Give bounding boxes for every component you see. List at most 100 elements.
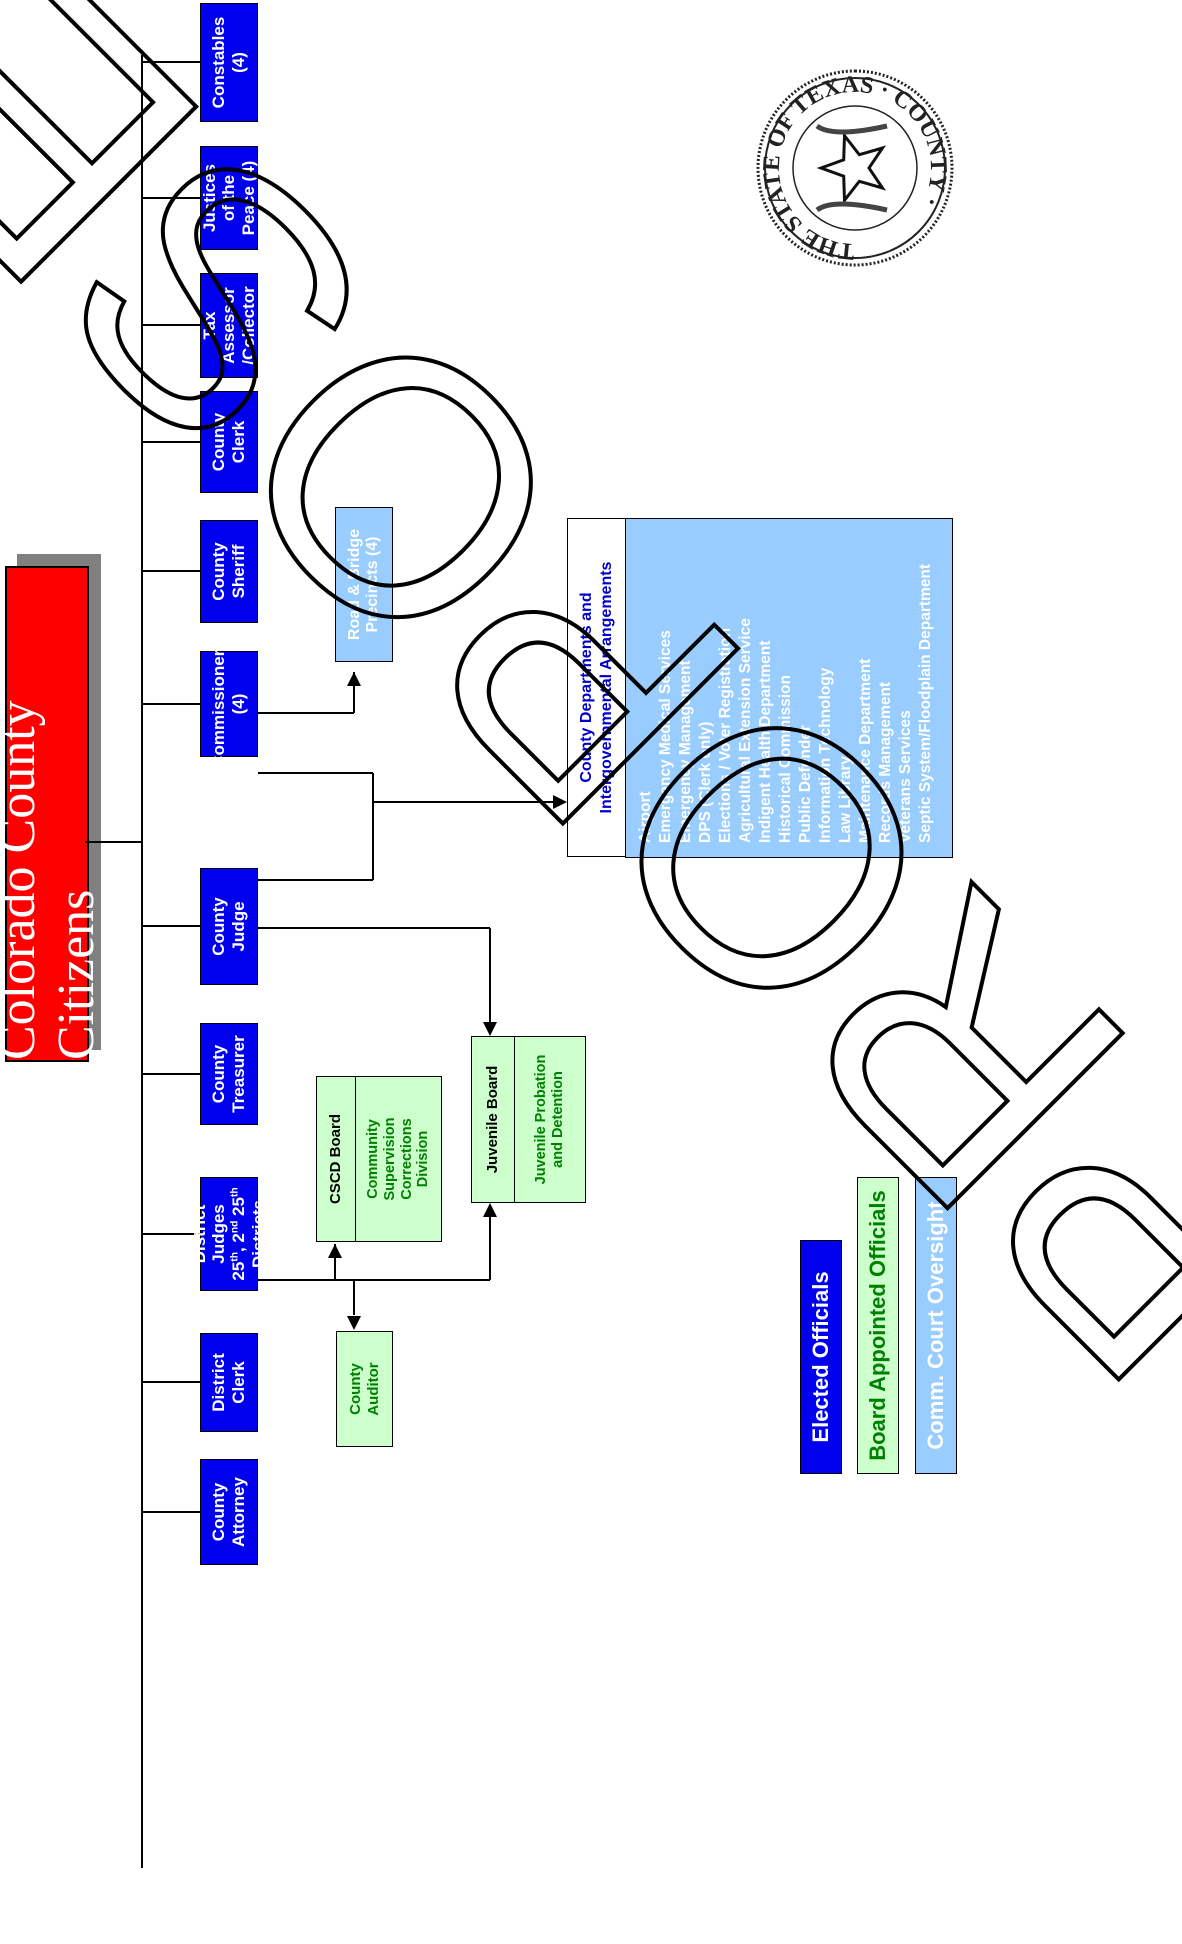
departments-header-line: County Departments and (578, 592, 595, 783)
juvenile-board-title: Juvenile Board (472, 1037, 515, 1202)
arrowhead (553, 795, 567, 809)
connector-line (258, 712, 354, 714)
connector-line (142, 703, 200, 705)
elected-box-label: District (209, 1353, 229, 1412)
cscd-board-title: CSCD Board (317, 1077, 356, 1241)
elected-box-label: Commissioners (4) (209, 640, 248, 768)
elected-box-label: Justices (199, 163, 219, 233)
elected-box-label: County (209, 542, 229, 601)
elected-box-label: County (209, 412, 229, 472)
connector-line (142, 197, 200, 199)
department-item: Agricultural Extension Service (737, 618, 754, 843)
elected-box-label: County (209, 1044, 229, 1104)
road-bridge-label: Road & Bridge (345, 528, 363, 641)
connector-line (258, 927, 490, 929)
connector-line (142, 1511, 200, 1513)
department-item: Emergency Management (677, 660, 694, 843)
elected-box-label: Judge (229, 901, 248, 952)
arrowhead (328, 1244, 342, 1258)
connector-line (258, 1279, 490, 1281)
connector-line (142, 61, 200, 64)
department-item: Septic System/Floodplain Department (917, 563, 934, 843)
elected-box-label: County (209, 897, 229, 956)
connector-line (372, 773, 374, 880)
county-auditor-label: Auditor (364, 1362, 382, 1416)
county-auditor-label: County (347, 1363, 365, 1415)
connector-line (373, 801, 555, 803)
arrowhead (347, 672, 361, 686)
department-item: Information Technology (817, 667, 834, 843)
elected-box-label: Sheriff (229, 544, 248, 599)
cscd-division-label: Corrections (398, 1118, 415, 1200)
elected-box-label: Clerk (229, 1361, 248, 1404)
legend-elected: Elected Officials (800, 1240, 842, 1474)
elected-box-label: (4) (229, 52, 248, 73)
elected-box-label: Treasurer (229, 1035, 248, 1113)
juvenile-division-label: and Detention (550, 1071, 566, 1168)
department-item: Records Management (877, 681, 894, 843)
elected-box-label: Clerk (229, 420, 248, 464)
department-item: Public Defender (797, 725, 814, 843)
elected-box-label: Districts (248, 1199, 268, 1269)
cscd-division-label: Division (415, 1130, 432, 1188)
connector-line (142, 1073, 200, 1075)
department-item: Law Library (837, 756, 854, 843)
connector-line (142, 1381, 200, 1384)
department-item: Maintenance Department (857, 658, 874, 843)
elected-box-label: Tax (199, 311, 219, 340)
elected-box-label: District Judges (189, 1204, 229, 1264)
elected-box-commissioners: Commissioners (4) (200, 640, 258, 768)
connector-line (142, 925, 200, 928)
arrowhead (347, 1316, 361, 1330)
connector-line (141, 55, 143, 1868)
department-item: DPS (Clerk only) (697, 721, 714, 843)
connector-line (489, 1216, 491, 1280)
arrowhead (483, 1203, 497, 1217)
state-seal-image: THE STATE OF TEXAS · COUNTY · (756, 69, 954, 267)
connector-line (85, 841, 142, 843)
connector-line (258, 772, 373, 774)
elected-box-label: 25th, 2nd 25th (229, 1187, 248, 1281)
connector-line (258, 879, 373, 881)
connector-line (142, 324, 200, 327)
department-item: Historical Commission (777, 675, 794, 843)
connector-line (142, 441, 200, 443)
page-title: Colorado County Citizens (0, 566, 105, 1062)
elected-box-label: County (209, 1482, 229, 1542)
legend-oversight: Comm. Court Oversight (915, 1177, 957, 1474)
connector-line (353, 1280, 355, 1315)
connector-line (489, 928, 491, 1022)
juvenile-division-label: Juvenile Probation (533, 1054, 550, 1185)
legend-board: Board Appointed Officials (857, 1177, 899, 1474)
department-item: Emergency Medical Services (657, 630, 674, 843)
elected-box-label: /Collector (238, 286, 258, 365)
departments-header-line: Intergovernmental Arrangements (598, 561, 615, 814)
arrowhead (483, 1022, 497, 1036)
department-item: Airport (637, 791, 654, 843)
department-item: Indigent Health Department (757, 640, 774, 843)
department-item: Veterans Services (897, 710, 914, 843)
elected-box-label: Assessor (219, 287, 239, 364)
department-item: Elections / Voter Registration (717, 627, 734, 843)
road-bridge-label: Precincts (4) (364, 536, 381, 633)
cscd-division-label: Supervision (381, 1117, 398, 1201)
elected-box-label: of the (219, 174, 239, 222)
